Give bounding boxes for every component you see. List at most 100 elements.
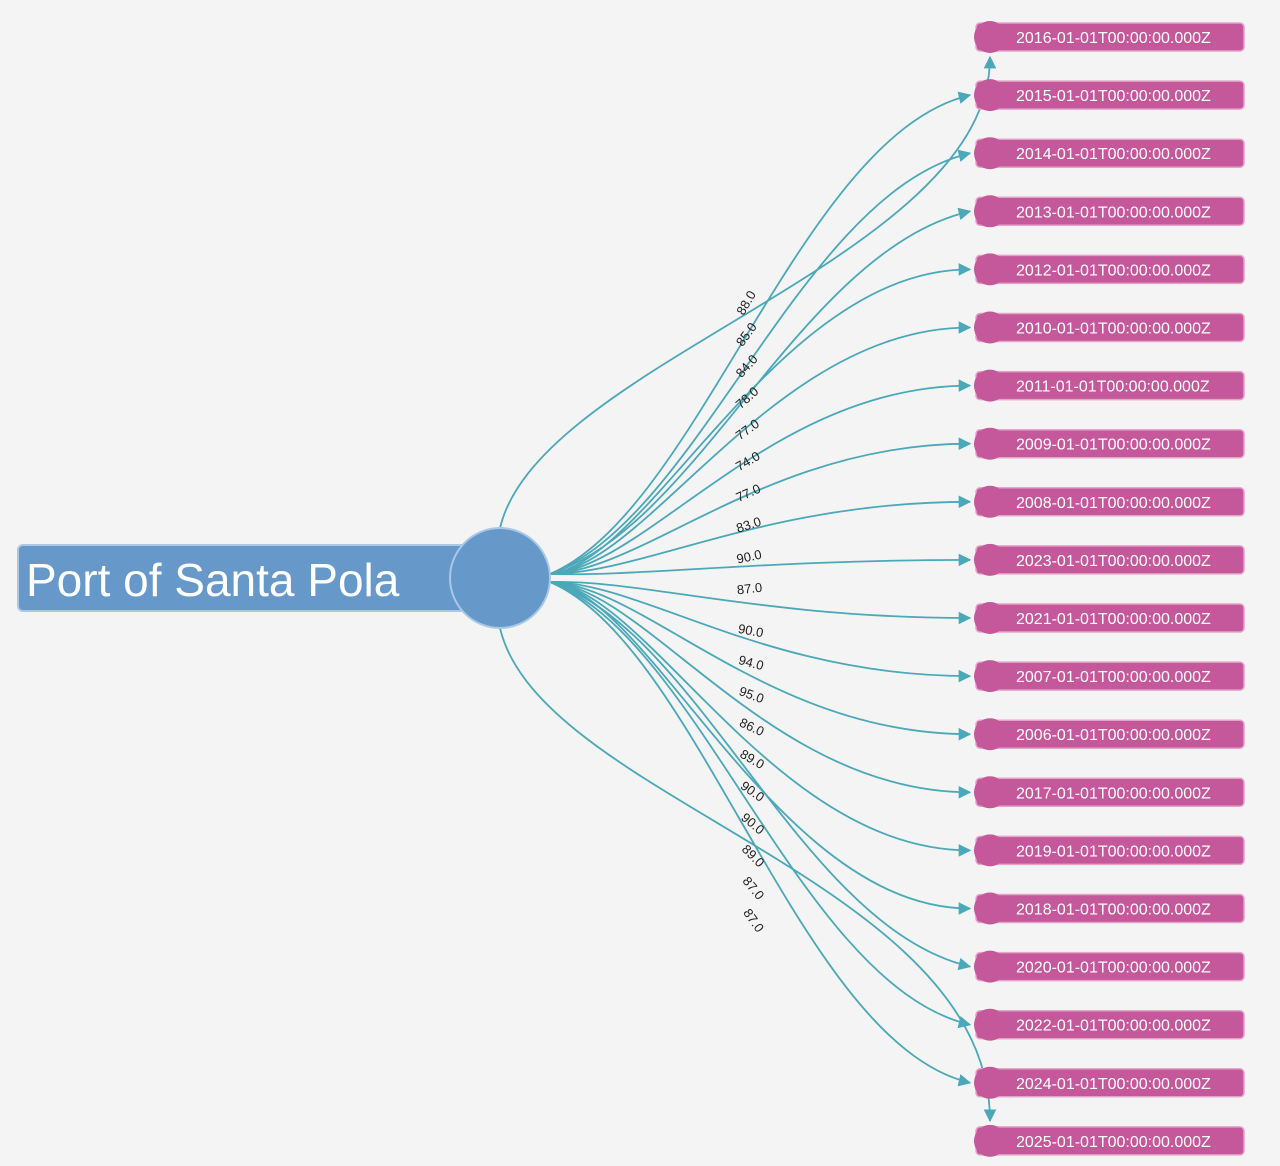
leaf-node-circle[interactable] [974,253,1006,286]
edge-line [549,553,972,576]
edge-line [549,263,972,575]
edge-line [499,627,997,1123]
leaf-node-circle[interactable] [974,427,1006,460]
edge-line [549,581,972,683]
edge-label: 95.0 [737,683,766,706]
edge-line [549,321,972,575]
leaf-node[interactable]: 2011-01-01T00:00:00.000Z [974,369,1245,402]
leaf-node-circle[interactable] [974,834,1006,867]
leaf-node[interactable]: 2014-01-01T00:00:00.000Z [974,137,1245,170]
leaf-node-label: 2020-01-01T00:00:00.000Z [1016,960,1211,977]
leaf-node-label: 2010-01-01T00:00:00.000Z [1016,321,1211,338]
edge-label: 90.0 [735,547,763,567]
root-node[interactable]: Port of Santa Pola [17,527,551,629]
edge-line [549,91,972,575]
leaf-node-circle[interactable] [974,369,1006,402]
edge-line [549,495,972,575]
leaf-node-label: 2016-01-01T00:00:00.000Z [1016,30,1211,47]
leaf-node[interactable]: 2008-01-01T00:00:00.000Z [974,485,1245,518]
edge-label: 77.0 [733,416,762,443]
leaf-node[interactable]: 2010-01-01T00:00:00.000Z [974,311,1245,344]
edge-line [549,581,972,799]
edge-label: 87.0 [736,580,763,598]
leaf-node[interactable]: 2012-01-01T00:00:00.000Z [974,253,1245,286]
leaf-node-label: 2009-01-01T00:00:00.000Z [1016,437,1211,454]
leaf-node-circle[interactable] [974,1008,1006,1041]
edge-label: 89.0 [739,842,768,871]
leaf-node-label: 2008-01-01T00:00:00.000Z [1016,495,1211,512]
edge-label: 90.0 [738,778,767,805]
edge-line [549,581,972,971]
edge-line [549,581,972,1087]
leaf-node[interactable]: 2022-01-01T00:00:00.000Z [974,1008,1245,1041]
edge-label: 88.0 [733,288,759,317]
leaf-node-label: 2014-01-01T00:00:00.000Z [1016,146,1211,163]
root-node-circle[interactable] [449,527,551,629]
leaf-node[interactable]: 2021-01-01T00:00:00.000Z [974,602,1245,634]
leaf-node-circle[interactable] [974,776,1006,809]
edge-line [549,149,972,575]
edge-line [499,55,997,529]
leaf-node[interactable]: 2013-01-01T00:00:00.000Z [974,195,1245,228]
leaf-node-label: 2024-01-01T00:00:00.000Z [1016,1076,1211,1093]
nodes-layer: Port of Santa Pola 2016-01-01T00:00:00.0… [17,21,1245,1157]
edge-line [549,437,972,575]
edge-line [549,581,972,741]
edge-label: 87.0 [740,874,768,903]
leaf-node[interactable]: 2015-01-01T00:00:00.000Z [974,79,1245,112]
leaf-node-circle[interactable] [974,485,1006,518]
leaf-node[interactable]: 2009-01-01T00:00:00.000Z [974,427,1245,460]
edge-label: 83.0 [734,514,763,536]
leaf-node-circle[interactable] [974,602,1006,634]
leaf-node[interactable]: 2016-01-01T00:00:00.000Z [974,21,1245,53]
edge-label: 85.0 [733,320,760,349]
leaf-node-label: 2011-01-01T00:00:00.000Z [1016,379,1210,396]
leaf-node-circle[interactable] [974,543,1006,576]
leaf-node-circle[interactable] [974,950,1006,983]
leaf-node-label: 2023-01-01T00:00:00.000Z [1016,553,1211,570]
edge-label: 90.0 [738,810,767,838]
leaf-node[interactable]: 2019-01-01T00:00:00.000Z [974,834,1245,867]
leaf-node-circle[interactable] [974,311,1006,344]
leaf-node-circle[interactable] [974,79,1006,112]
leaf-node-circle[interactable] [974,195,1006,228]
leaf-node-label: 2019-01-01T00:00:00.000Z [1016,843,1211,860]
leaf-node-label: 2006-01-01T00:00:00.000Z [1016,727,1211,744]
leaf-node-circle[interactable] [974,718,1006,751]
edge-line [549,581,972,625]
leaf-node-label: 2017-01-01T00:00:00.000Z [1016,785,1211,802]
edge-label: 94.0 [737,652,765,673]
leaf-node-label: 2018-01-01T00:00:00.000Z [1016,902,1211,919]
edge-label: 74.0 [733,448,762,474]
leaf-node-circle[interactable] [974,1066,1006,1099]
leaf-node-label: 2007-01-01T00:00:00.000Z [1016,669,1211,686]
edge-label: 84.0 [733,352,761,381]
leaf-node-circle[interactable] [974,21,1006,53]
leaf-node[interactable]: 2018-01-01T00:00:00.000Z [974,892,1245,925]
edge-label: 90.0 [737,621,765,640]
edge-line [549,581,972,1029]
leaf-node[interactable]: 2017-01-01T00:00:00.000Z [974,776,1245,809]
leaf-node-circle[interactable] [974,137,1006,170]
leaf-node-label: 2012-01-01T00:00:00.000Z [1016,262,1211,279]
leaf-node-label: 2015-01-01T00:00:00.000Z [1016,88,1211,105]
leaf-node[interactable]: 2023-01-01T00:00:00.000Z [974,543,1245,576]
leaf-node[interactable]: 2025-01-01T00:00:00.000Z [974,1124,1245,1157]
leaf-node-circle[interactable] [974,660,1006,693]
leaf-node-label: 2013-01-01T00:00:00.000Z [1016,204,1211,221]
leaf-node[interactable]: 2007-01-01T00:00:00.000Z [974,660,1245,693]
leaf-node-label: 2025-01-01T00:00:00.000Z [1016,1134,1211,1151]
leaf-node-label: 2022-01-01T00:00:00.000Z [1016,1018,1211,1035]
leaf-node-label: 2021-01-01T00:00:00.000Z [1016,611,1211,628]
edge-label: 87.0 [740,906,767,935]
edge-line [549,581,972,857]
leaf-node[interactable]: 2024-01-01T00:00:00.000Z [974,1066,1245,1099]
leaf-node[interactable]: 2006-01-01T00:00:00.000Z [974,718,1245,751]
leaf-node[interactable]: 2020-01-01T00:00:00.000Z [974,950,1245,983]
root-node-label: Port of Santa Pola [26,554,400,606]
edge-label: 77.0 [734,481,763,505]
leaf-node-circle[interactable] [974,1124,1006,1157]
leaf-node-circle[interactable] [974,892,1006,925]
edges-layer [499,55,997,1123]
